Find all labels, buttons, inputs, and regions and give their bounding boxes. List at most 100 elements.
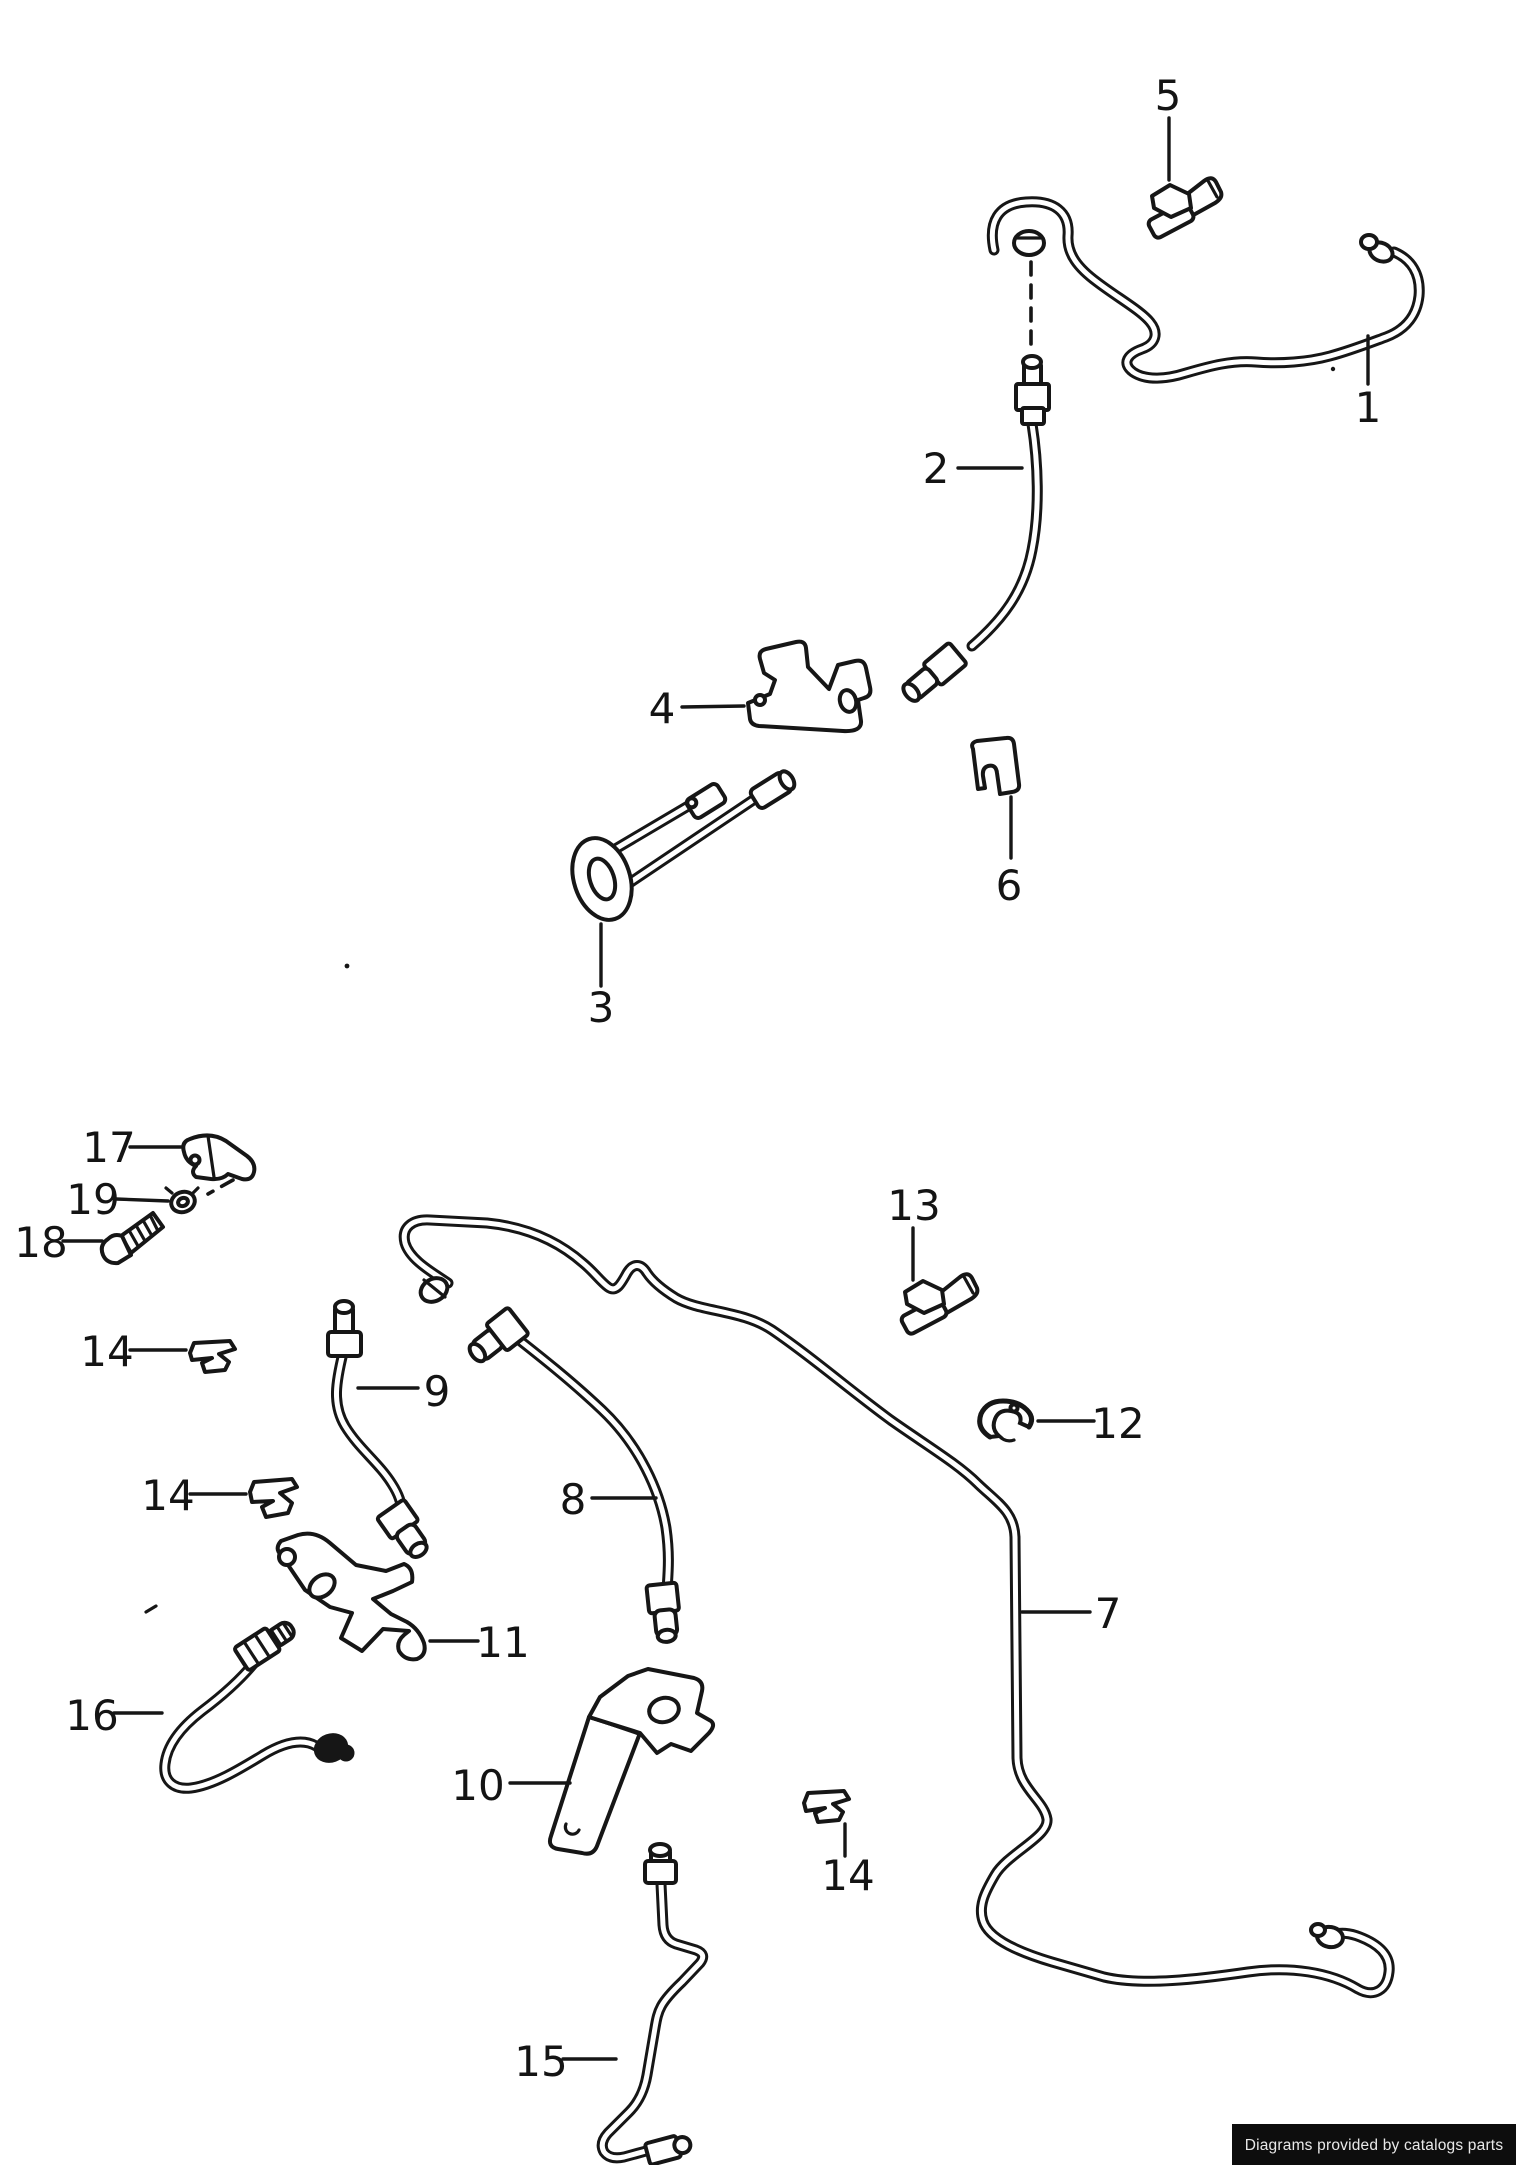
callout-label-9: 9 bbox=[424, 1367, 451, 1416]
part-14-clip-c bbox=[802, 1789, 851, 1824]
watermark-background bbox=[1232, 2124, 1516, 2165]
pipe-16-end-cap bbox=[337, 1744, 355, 1762]
bracket-17-fold bbox=[206, 1134, 216, 1179]
callout-11: 11 bbox=[428, 1618, 530, 1667]
pipe-15-bottom-cap bbox=[672, 2135, 693, 2156]
bracket-17-body bbox=[181, 1133, 257, 1182]
pipe-7-left-nut-detail bbox=[422, 1278, 447, 1299]
hose-2-top-collar bbox=[1020, 406, 1046, 426]
thread-line-2 bbox=[276, 1626, 288, 1642]
pipe-1-right-cap bbox=[1359, 233, 1379, 251]
hose-8-top-cap bbox=[467, 1341, 488, 1364]
callout-label-11: 11 bbox=[476, 1618, 529, 1667]
pipe-7-outline bbox=[404, 1220, 1389, 1993]
callout-7: 7 bbox=[1020, 1589, 1122, 1638]
leader-4 bbox=[680, 704, 746, 709]
callout-label-17: 17 bbox=[82, 1123, 135, 1172]
bracket-11-ear bbox=[277, 1547, 297, 1567]
union-13-hex-body bbox=[903, 1279, 946, 1315]
nut-19-nub-1 bbox=[164, 1186, 174, 1195]
nut-19-hole bbox=[176, 1195, 190, 1209]
clip-12-foot bbox=[997, 1434, 1016, 1443]
bracket-10-arm bbox=[547, 1715, 642, 1856]
callout-label-2: 2 bbox=[923, 444, 950, 493]
callout-18: 18 bbox=[14, 1218, 104, 1267]
callout-label-3: 3 bbox=[588, 983, 615, 1032]
callout-2: 2 bbox=[923, 444, 1024, 493]
hose-9-top-cap bbox=[333, 1299, 355, 1315]
screw-18-head bbox=[99, 1233, 133, 1266]
callout-label-10: 10 bbox=[451, 1761, 504, 1810]
callout-label-14b: 14 bbox=[141, 1471, 194, 1520]
callout-17: 17 bbox=[82, 1123, 183, 1172]
hose-8-bottom-fitting bbox=[644, 1580, 681, 1644]
callout-8: 8 bbox=[560, 1475, 658, 1524]
part-14-clip-b bbox=[248, 1477, 299, 1519]
part-3-pipe-loop bbox=[570, 769, 797, 922]
part-12-spring-clip bbox=[977, 1398, 1035, 1443]
hex-facet-2 bbox=[254, 1634, 271, 1658]
callout-6: 6 bbox=[996, 795, 1023, 910]
callout-label-7: 7 bbox=[1095, 1589, 1122, 1638]
hex-facet-1 bbox=[243, 1641, 260, 1665]
callout-16: 16 bbox=[65, 1691, 164, 1740]
part-7-long-brake-pipe bbox=[404, 1220, 1389, 1993]
clip-14c-body bbox=[802, 1789, 851, 1824]
part-8-brake-hose bbox=[467, 1306, 681, 1644]
pipe-3-clevis-fitting bbox=[684, 782, 728, 820]
clip-12-outer bbox=[977, 1398, 1035, 1440]
callout-14a: 14 bbox=[80, 1327, 188, 1376]
watermark-text: Diagrams provided by catalogs parts bbox=[1245, 2137, 1504, 2154]
clip-6-body bbox=[970, 735, 1022, 796]
bracket-17-dashed-link bbox=[206, 1178, 235, 1196]
part-5-union bbox=[1146, 176, 1224, 240]
hose-9-bottom-cap bbox=[408, 1540, 429, 1559]
part-4-bracket bbox=[746, 639, 873, 734]
callout-3: 3 bbox=[588, 922, 615, 1032]
bracket-10-fold-line bbox=[590, 1716, 641, 1736]
callout-10: 10 bbox=[451, 1761, 572, 1810]
part-17-clamp-bracket bbox=[181, 1133, 257, 1196]
part-2-brake-hose bbox=[901, 354, 1051, 703]
clevis-pin bbox=[685, 796, 699, 810]
grommet-hole bbox=[586, 856, 618, 902]
callout-label-6: 6 bbox=[996, 861, 1023, 910]
hose-8-top-nut bbox=[485, 1306, 530, 1352]
speck-dot-2 bbox=[1330, 366, 1336, 372]
hose-2-bottom-fitting bbox=[901, 641, 968, 703]
part-9-brake-hose bbox=[326, 1299, 429, 1559]
bracket-11-body bbox=[275, 1531, 427, 1662]
thread-line-3 bbox=[282, 1622, 294, 1638]
hose-8-bottom-cap bbox=[655, 1627, 678, 1644]
callout-9: 9 bbox=[356, 1367, 451, 1416]
part-11-bracket bbox=[275, 1531, 427, 1662]
watermark: Diagrams provided by catalogs parts bbox=[1232, 2124, 1516, 2165]
bracket-4-hole-left bbox=[753, 693, 767, 707]
union-5-hex-body bbox=[1150, 183, 1193, 219]
screw-thread-1 bbox=[128, 1230, 140, 1248]
screw-thread-3 bbox=[142, 1220, 154, 1238]
part-14-clip-a bbox=[188, 1339, 237, 1374]
pipe-3-end-fitting bbox=[748, 769, 797, 810]
union-13-stem-cap bbox=[961, 1273, 975, 1295]
clip-14a-body bbox=[188, 1339, 237, 1374]
pipe-1-left-union bbox=[1012, 229, 1046, 257]
callout-label-14a: 14 bbox=[80, 1327, 133, 1376]
bracket-10-hole bbox=[647, 1695, 681, 1725]
callout-label-18: 18 bbox=[14, 1218, 67, 1267]
clip-12-eye bbox=[1008, 1402, 1020, 1414]
hose-2-bottom-cap bbox=[901, 681, 922, 703]
part-18-screw bbox=[99, 1211, 165, 1266]
callout-label-5: 5 bbox=[1155, 71, 1182, 120]
speck-dot-1 bbox=[344, 963, 350, 969]
hose-9-bottom-fitting bbox=[375, 1498, 429, 1559]
part-15-brake-pipe bbox=[602, 1842, 703, 2165]
callout-label-1: 1 bbox=[1355, 383, 1382, 432]
part-16-short-pipe bbox=[165, 1620, 355, 1789]
callout-label-4: 4 bbox=[649, 684, 676, 733]
hose-2-top-cap bbox=[1021, 354, 1043, 370]
speck-tick bbox=[144, 1604, 158, 1614]
clip-12-inner bbox=[988, 1408, 1031, 1439]
